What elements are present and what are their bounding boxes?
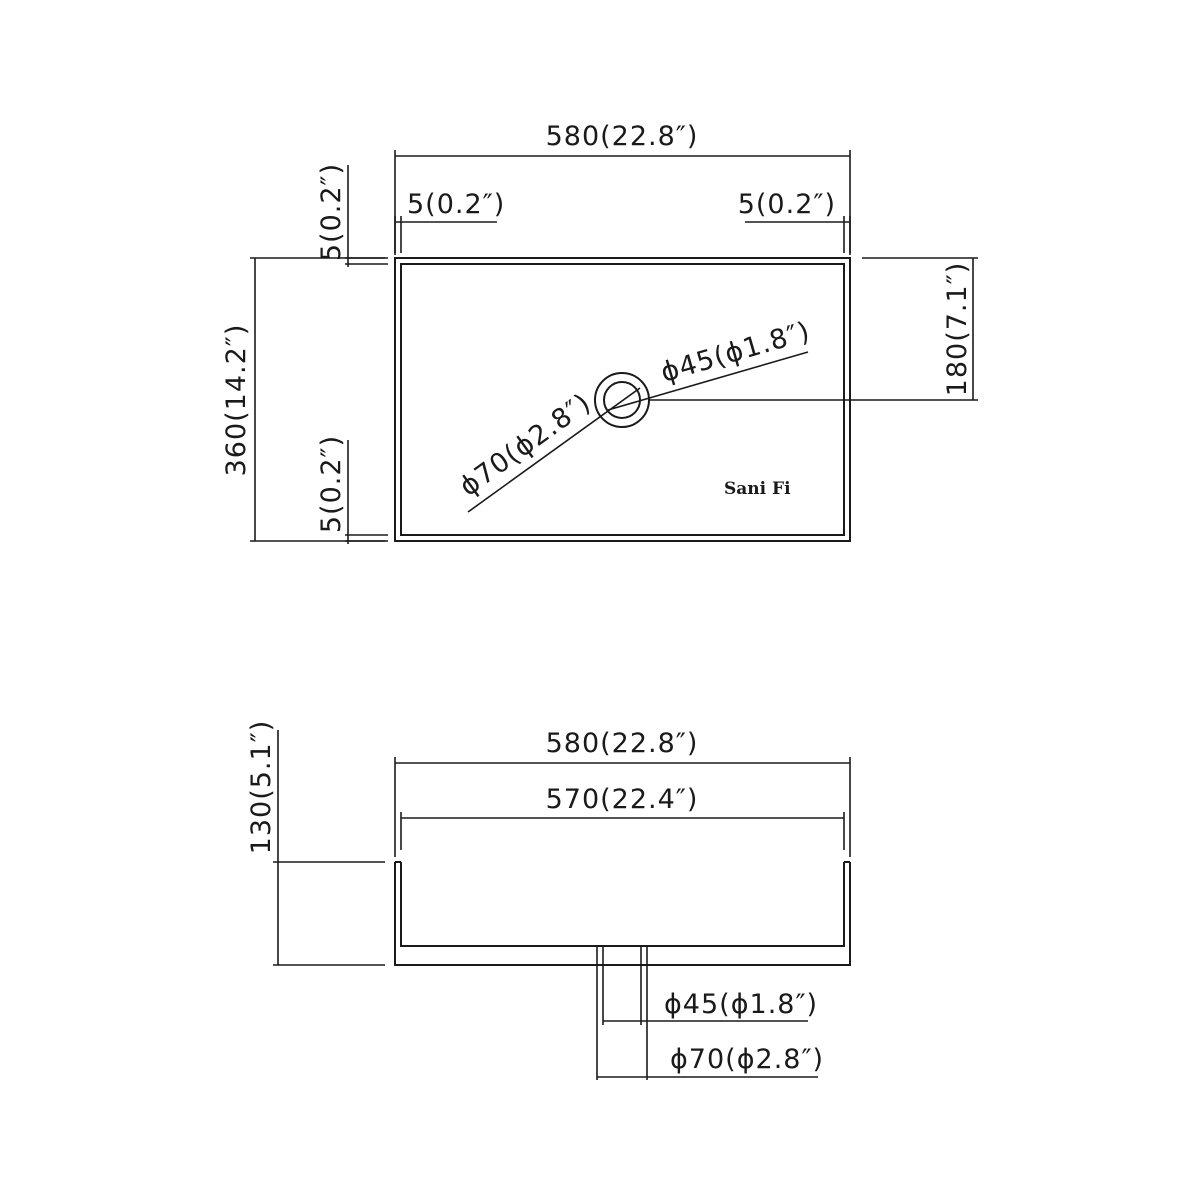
side-view: 580(22.8″) 570(22.4″) 130(5.1″) ϕ45(ϕ1.8… (246, 720, 851, 1080)
side-inner-outline (400, 862, 845, 947)
side-height-label: 130(5.1″) (246, 720, 277, 855)
left-wall-dimension: 5(0.2″) (394, 189, 505, 253)
side-drain-inner-label: ϕ45(ϕ1.8″) (664, 989, 818, 1020)
top-drain-outer-label: ϕ70(ϕ2.8″) (454, 387, 597, 502)
bottom-wall-dimension: 5(0.2″) (316, 435, 388, 544)
inner-dia-leader (607, 351, 809, 411)
side-height-dimension: 130(5.1″) (246, 720, 385, 966)
drain-side (596, 946, 648, 1080)
top-view: 580(22.8″) 5(0.2″) 5(0.2″) 5(0.2″) (221, 121, 978, 544)
brand-logo: Sani Fi (724, 479, 791, 499)
side-inner-width-dimension: 570(22.4″) (400, 784, 845, 850)
drain-outer-circle (594, 372, 650, 428)
drain-offset-dimension: 180(7.1″) (650, 257, 978, 401)
depth-dimension: 360(14.2″) (221, 257, 385, 542)
side-inner-width-label: 570(22.4″) (546, 784, 699, 815)
side-drain-inner-dimension: ϕ45(ϕ1.8″) (603, 989, 818, 1022)
overall-depth-label: 360(14.2″) (221, 324, 252, 477)
right-wall-label: 5(0.2″) (738, 189, 836, 220)
top-wall-dimension: 5(0.2″) (316, 163, 388, 267)
side-width-dimension: 580(22.8″) (394, 728, 851, 857)
width-dimension-top: 580(22.8″) (394, 121, 851, 255)
top-drain-inner-label: ϕ45(ϕ1.8″) (657, 316, 814, 389)
bottom-wall-label: 5(0.2″) (316, 435, 347, 533)
overall-width-label: 580(22.8″) (546, 121, 699, 152)
top-wall-label: 5(0.2″) (316, 163, 347, 261)
side-drain-outer-dimension: ϕ70(ϕ2.8″) (597, 1044, 824, 1078)
left-wall-label: 5(0.2″) (407, 189, 505, 220)
side-outer-outline (394, 862, 851, 966)
side-drain-outer-label: ϕ70(ϕ2.8″) (670, 1044, 824, 1075)
right-wall-dimension: 5(0.2″) (738, 189, 851, 253)
drain-offset-label: 180(7.1″) (942, 262, 973, 397)
side-overall-width-label: 580(22.8″) (546, 728, 699, 759)
